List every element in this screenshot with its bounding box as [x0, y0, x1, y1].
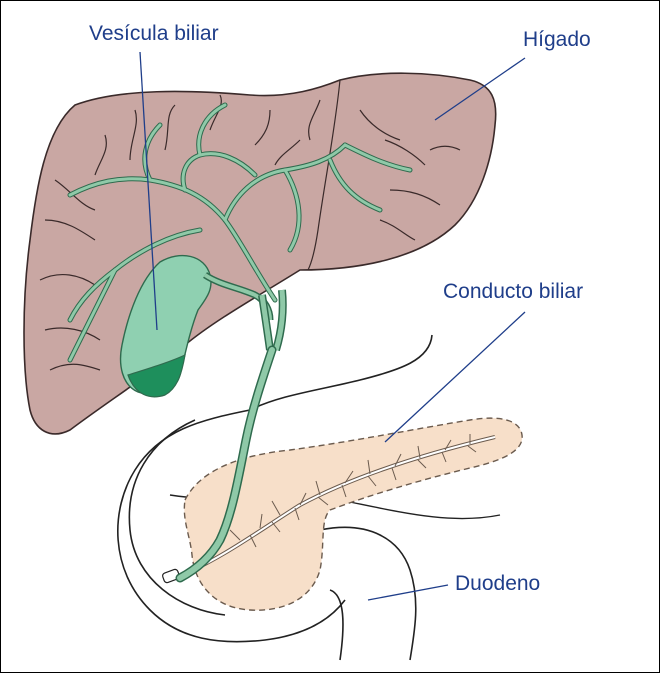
- hepatic-duct-left-inner: [259, 294, 273, 351]
- liver-label: Hígado: [523, 28, 591, 51]
- hepatic-bile-ducts-inner: [68, 103, 412, 362]
- duodenum-outline: [128, 419, 226, 616]
- liver-veins: [39, 94, 461, 371]
- gallbladder: [119, 254, 274, 398]
- cystic-duct-inner: [203, 273, 272, 321]
- liver-leader-line: [434, 57, 526, 121]
- stomach-outline: [117, 334, 433, 643]
- duodenum-lower-outline: [319, 526, 417, 661]
- bile-duct-leader-line: [384, 311, 526, 443]
- duodenum-leader-line: [367, 584, 449, 601]
- hepatic-duct-right-inner: [273, 289, 286, 351]
- bile-duct-label: Conducto biliar: [443, 280, 583, 303]
- common-bile-duct-inner: [177, 347, 275, 581]
- gallbladder-label: Vesícula biliar: [89, 22, 219, 45]
- pancreas: [162, 417, 523, 611]
- pancreatic-duct-branches: [229, 434, 477, 548]
- common-bile-duct: [175, 289, 287, 583]
- labels: Vesícula biliar Hígado Conducto biliar D…: [89, 22, 591, 595]
- pancreas-body: [183, 417, 523, 611]
- duodenum-label: Duodeno: [455, 572, 540, 595]
- leader-lines: [139, 51, 526, 601]
- gallbladder-leader-line: [139, 51, 158, 331]
- liver-lobe-division: [307, 79, 341, 271]
- duct-opening: [162, 568, 180, 584]
- gallbladder-fundus: [127, 353, 186, 398]
- duodenum-inner-outline: [329, 589, 344, 661]
